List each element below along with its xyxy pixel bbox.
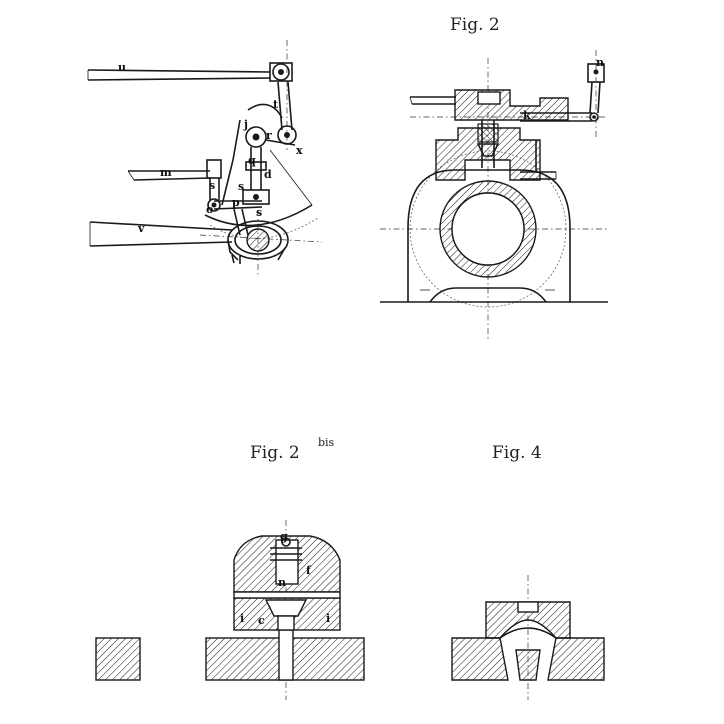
label-m: m — [160, 166, 172, 179]
fig2-caption: Fig. 2 — [450, 15, 500, 35]
label-o: o — [206, 203, 213, 216]
label-k: k — [523, 109, 531, 122]
label-n-fig2: n — [596, 56, 604, 69]
label-s3: s — [256, 206, 262, 219]
label-v: v — [137, 222, 145, 235]
label-i-right: i — [326, 612, 330, 625]
label-q: q — [248, 154, 256, 167]
label-g: g — [280, 530, 288, 543]
label-u: u — [118, 61, 126, 74]
label-r: r — [266, 129, 272, 142]
fig4-diagram: Fig. 4 — [451, 443, 605, 700]
label-s1: s — [209, 179, 215, 192]
fig2bis-caption: Fig. 2 — [250, 443, 300, 463]
label-x: x — [296, 144, 303, 157]
label-i-left: i — [240, 612, 244, 625]
fig2bis-diagram: Fig. 2 bis g n f c i i — [95, 436, 365, 700]
label-t: t — [273, 98, 279, 111]
fig2-diagram: Fig. 2 — [380, 15, 608, 340]
label-s2: s — [238, 180, 244, 193]
label-f: f — [306, 564, 312, 577]
fig4-caption: Fig. 4 — [492, 443, 542, 463]
label-d: d — [264, 168, 272, 181]
label-c: c — [258, 614, 265, 627]
label-n-fig2bis: n — [278, 576, 286, 589]
label-j: j — [243, 118, 248, 131]
linkage-diagram: u t j r x q d m s s s o p v — [87, 40, 323, 275]
label-p: p — [232, 196, 240, 209]
fig2bis-superscript: bis — [318, 436, 335, 449]
